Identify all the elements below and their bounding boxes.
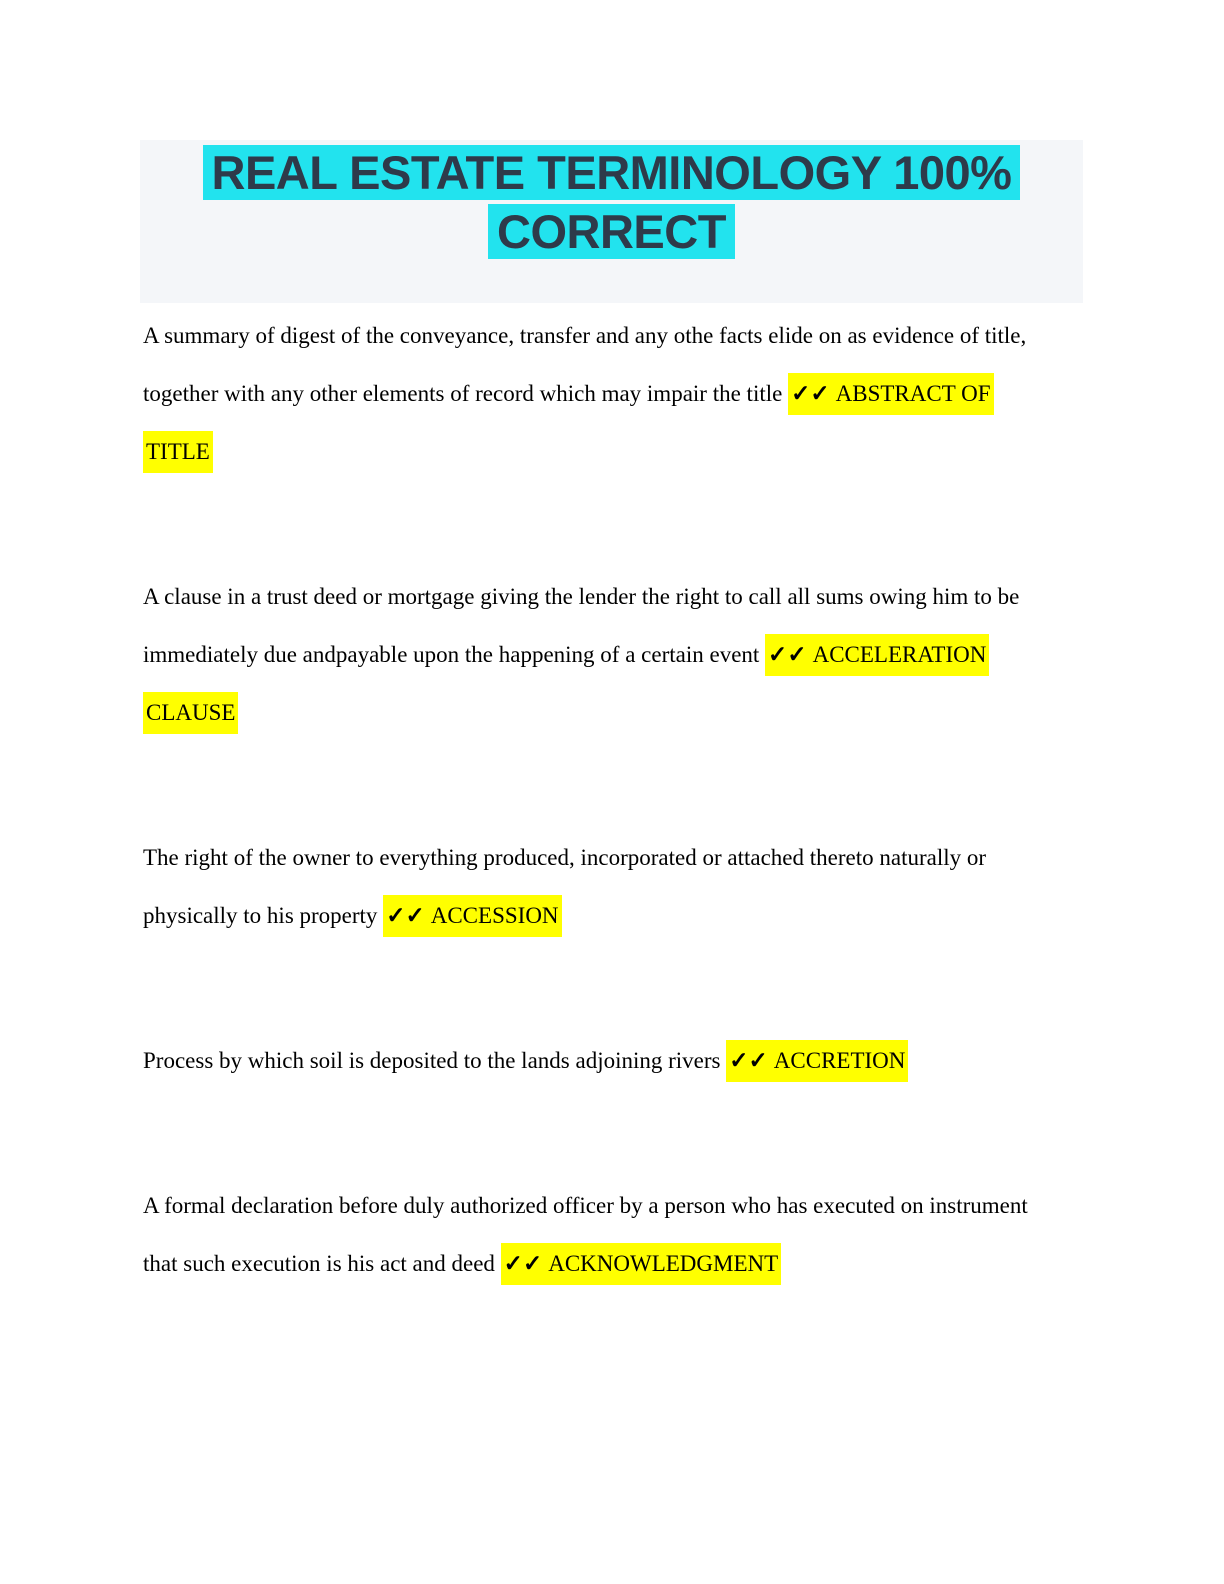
page-title: REAL ESTATE TERMINOLOGY 100% CORRECT (140, 143, 1083, 261)
term-line: The right of the owner to everything pro… (143, 829, 1104, 887)
term-line: A clause in a trust deed or mortgage giv… (143, 568, 1104, 626)
answer-highlight: TITLE (143, 431, 213, 473)
definition-text: A clause in a trust deed or mortgage giv… (143, 584, 1020, 609)
term-line: that such execution is his act and deed … (143, 1235, 1104, 1293)
term-entry: A formal declaration before duly authori… (143, 1177, 1104, 1293)
answer-highlight: ACCRETION (770, 1040, 909, 1082)
term-line: CLAUSE (143, 684, 1104, 742)
answer-highlight: CLAUSE (143, 692, 239, 734)
checkmark-icon: ✓✓ (726, 1040, 771, 1082)
term-line: immediately due andpayable upon the happ… (143, 626, 1104, 684)
checkmark-icon: ✓✓ (500, 1243, 546, 1285)
terms-list: A summary of digest of the conveyance, t… (143, 307, 1104, 1293)
term-line: physically to his property ✓✓ACCESSION (143, 887, 1104, 945)
term-entry: The right of the owner to everything pro… (143, 829, 1104, 945)
answer-highlight: ABSTRACT OF (832, 373, 994, 415)
term-line: TITLE (143, 423, 1104, 481)
term-line: A summary of digest of the conveyance, t… (143, 307, 1104, 365)
term-entry: A clause in a trust deed or mortgage giv… (143, 568, 1104, 742)
definition-text: A summary of digest of the conveyance, t… (143, 323, 1027, 348)
definition-text: that such execution is his act and deed (143, 1251, 501, 1276)
page-title-text: REAL ESTATE TERMINOLOGY 100% CORRECT (202, 145, 1021, 259)
definition-text: Process by which soil is deposited to th… (143, 1048, 727, 1073)
answer-highlight: ACCESSION (427, 895, 562, 937)
checkmark-icon: ✓✓ (765, 634, 810, 676)
definition-text: The right of the owner to everything pro… (143, 845, 987, 870)
definition-text: immediately due andpayable upon the happ… (143, 642, 766, 667)
definition-text: A formal declaration before duly authori… (143, 1193, 1028, 1218)
term-entry: A summary of digest of the conveyance, t… (143, 307, 1104, 481)
answer-highlight: ACKNOWLEDGMENT (545, 1243, 782, 1285)
answer-highlight: ACCELERATION (809, 634, 990, 676)
checkmark-icon: ✓✓ (383, 895, 428, 937)
term-line: together with any other elements of reco… (143, 365, 1104, 423)
definition-text: together with any other elements of reco… (143, 381, 789, 406)
term-line: Process by which soil is deposited to th… (143, 1032, 1104, 1090)
term-line: A formal declaration before duly authori… (143, 1177, 1104, 1235)
definition-text: physically to his property (143, 903, 384, 928)
term-entry: Process by which soil is deposited to th… (143, 1032, 1104, 1090)
checkmark-icon: ✓✓ (788, 373, 833, 415)
title-banner: REAL ESTATE TERMINOLOGY 100% CORRECT (140, 140, 1083, 303)
